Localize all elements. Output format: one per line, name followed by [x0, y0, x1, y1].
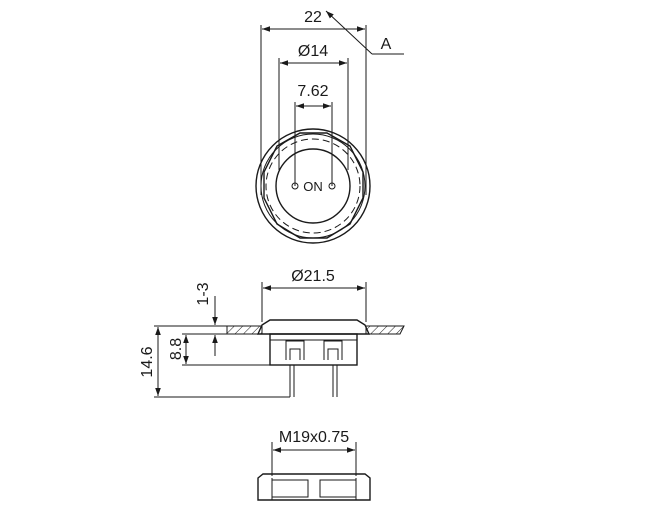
flange [256, 319, 371, 335]
pin-right [328, 182, 336, 190]
dim-outer-label: 22 [304, 9, 322, 26]
panel-left [226, 325, 263, 335]
slot-left [285, 340, 305, 360]
top-view: 22 A Ø14 7.62 ON [255, 9, 404, 244]
switch-body [269, 333, 358, 366]
button-label: ON [303, 179, 323, 194]
slot-right [323, 340, 343, 360]
pin-left [291, 182, 299, 190]
nut-cut-right [319, 479, 357, 498]
label-a: A [381, 36, 392, 53]
dim-flange-label: Ø21.5 [291, 268, 335, 285]
dim-panel-label: 1-3 [195, 282, 212, 305]
side-view: Ø21.5 1-3 8.8 14.6 [139, 268, 405, 398]
leader-a [325, 10, 373, 55]
nut-outline [257, 473, 371, 501]
dim-thread-label: M19x0.75 [279, 429, 349, 446]
dim-pin-label: 7.62 [297, 83, 328, 100]
nut-cut-left [271, 479, 309, 498]
dim-total-label: 14.6 [139, 346, 156, 377]
dim-body-label: 8.8 [168, 338, 185, 360]
nut-view: M19x0.75 [257, 429, 371, 501]
hex-nut-outline [263, 132, 364, 239]
panel-right [365, 325, 405, 335]
outer-ring [255, 128, 371, 244]
button-face [275, 148, 351, 224]
thread-circle [265, 138, 361, 234]
dim-mid-label: Ø14 [298, 43, 328, 60]
